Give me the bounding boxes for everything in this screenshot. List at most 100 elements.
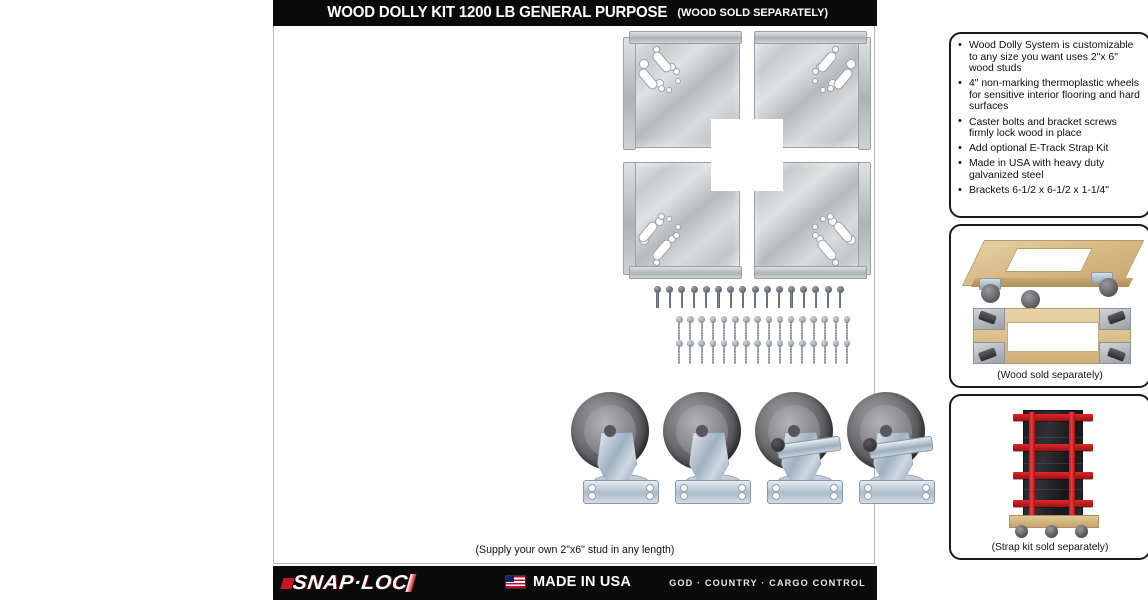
bracket-hole — [666, 87, 672, 93]
fastener-head — [743, 316, 750, 323]
bracket-flange — [623, 162, 636, 275]
bracket-bottom-left — [623, 161, 742, 279]
bracket-screw — [754, 340, 761, 364]
fastener-shank — [834, 321, 837, 340]
snaploc-logo[interactable]: SNAP·LOC — [280, 571, 497, 595]
fastener-head — [836, 286, 844, 293]
fastener-head — [810, 316, 817, 323]
fastener-shank — [745, 321, 748, 340]
fastener-head — [727, 286, 735, 293]
fastener-head — [751, 286, 759, 293]
bracket-top-left — [623, 31, 742, 150]
fastener-head — [787, 340, 795, 347]
bracket-set-image — [623, 31, 871, 279]
product-infographic: WOOD DOLLY KIT 1200 LB GENERAL PURPOSE (… — [273, 0, 1148, 600]
fastener-head — [754, 340, 761, 347]
bracket-notch — [711, 161, 741, 191]
bracket-hole — [812, 224, 818, 230]
strap-dolly-caster — [1045, 525, 1058, 538]
strap-kit-photo — [1007, 406, 1099, 538]
fastener-shank — [756, 321, 759, 340]
dolly-caster — [1021, 290, 1040, 309]
fastener-shank — [711, 321, 714, 340]
fastener-head — [843, 316, 851, 323]
bracket-hole — [658, 85, 665, 92]
fastener-shank — [812, 345, 815, 364]
strap-dolly-caster — [1015, 525, 1028, 538]
fastener-shank — [802, 292, 805, 308]
fastener-shank — [812, 321, 815, 340]
fastener-group-image — [654, 286, 866, 364]
bracket-screw — [832, 340, 840, 364]
bracket-screw — [787, 316, 795, 340]
fastener-shank — [689, 345, 692, 364]
fastener-head — [812, 286, 820, 293]
fastener-shank — [723, 321, 726, 340]
caster-wheel — [847, 392, 925, 470]
page-subtitle: (WOOD SOLD SEPARATELY) — [677, 7, 829, 19]
fastener-shank — [729, 292, 732, 308]
caster-top-plate — [767, 480, 843, 504]
caster-bolt — [788, 286, 796, 308]
bracket-flange — [754, 266, 867, 279]
caster-bolt — [739, 286, 747, 308]
strap-kit-panel: (Strap kit sold separately) — [949, 394, 1148, 560]
fastener-shank — [846, 345, 849, 364]
fastener-head — [709, 340, 717, 347]
fastener-shank — [767, 321, 770, 340]
fastener-head — [676, 340, 683, 347]
strap-horizontal — [1013, 414, 1093, 421]
caster-bolt — [775, 286, 783, 308]
fastener-shank — [767, 345, 770, 364]
caster-set-image — [569, 392, 935, 514]
fastener-head — [702, 286, 710, 293]
bracket-screw — [843, 316, 851, 340]
caster-yoke — [689, 432, 729, 484]
fastener-shank — [790, 345, 793, 364]
bracket-screw-row-2 — [676, 340, 855, 364]
bracket-screw — [810, 316, 817, 340]
bracket-screw — [731, 316, 739, 340]
made-in-usa-badge: MADE IN USA — [505, 574, 631, 590]
fastener-head — [743, 340, 750, 347]
fastener-head — [698, 316, 705, 323]
fastener-shank — [834, 345, 837, 364]
wood-dolly-iso-photo — [961, 234, 1145, 309]
bracket-hole — [827, 213, 834, 220]
bracket-screw — [799, 340, 806, 364]
feature-item: Caster bolts and bracket screws firmly l… — [958, 116, 1142, 140]
fastener-shank — [778, 292, 781, 308]
bracket-screw — [698, 316, 705, 340]
dolly-center-opening — [1007, 322, 1099, 352]
bracket-screw — [765, 340, 773, 364]
bracket-hole — [675, 78, 681, 84]
bracket-screw — [787, 340, 795, 364]
fastener-head — [821, 340, 829, 347]
bracket-screw — [676, 340, 683, 364]
bracket-hole — [812, 232, 819, 239]
fastener-head — [690, 286, 698, 293]
caster-brake-1 — [753, 392, 849, 514]
bracket-hole — [846, 59, 856, 69]
fastener-head — [776, 316, 784, 323]
us-flag-icon — [505, 575, 526, 589]
fastener-head — [843, 340, 851, 347]
bracket-hole — [673, 232, 680, 239]
bracket-screw — [743, 340, 750, 364]
fastener-head — [765, 316, 773, 323]
bracket-flange — [629, 266, 742, 279]
caster-top-plate — [859, 480, 935, 504]
fastener-head — [698, 340, 705, 347]
fastener-head — [666, 286, 674, 293]
bracket-screw — [720, 316, 728, 340]
fastener-head — [799, 340, 806, 347]
caster-top-plate — [583, 480, 659, 504]
bracket-screw — [832, 316, 840, 340]
caster-bolt — [654, 286, 661, 308]
bracket-screw — [709, 340, 717, 364]
bracket-screw — [720, 340, 728, 364]
fastener-head — [800, 286, 808, 293]
made-in-usa-label: MADE IN USA — [533, 574, 632, 590]
strap-horizontal — [1013, 500, 1093, 507]
